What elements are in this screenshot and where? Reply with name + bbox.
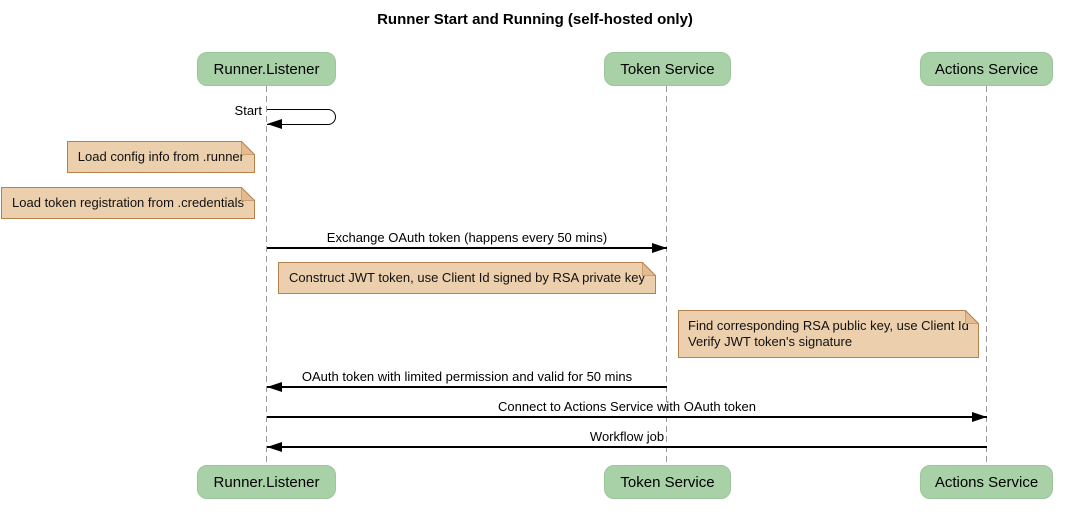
note-text: Construct JWT token, use Client Id signe…	[289, 270, 645, 285]
message-line	[267, 446, 987, 448]
participant-label: Actions Service	[934, 60, 1039, 78]
participant-label: Runner.Listener	[213, 473, 320, 491]
note-load-token-registration: Load token registration from .credential…	[1, 187, 255, 219]
diagram-title: Runner Start and Running (self-hosted on…	[377, 11, 693, 28]
arrowhead-right-icon	[972, 412, 987, 422]
participant-label: Token Service	[620, 473, 715, 491]
note-text: Load token registration from .credential…	[12, 195, 244, 210]
arrowhead-left-icon	[267, 442, 282, 452]
arrowhead-left-icon	[267, 119, 282, 129]
arrowhead-right-icon	[652, 243, 667, 253]
note-load-config: Load config info from .runner	[66, 141, 255, 173]
lifeline-actions-service	[986, 86, 987, 465]
arrowhead-left-icon	[267, 382, 282, 392]
participant-label: Actions Service	[934, 473, 1039, 491]
participant-token-service-top: Token Service	[604, 52, 731, 86]
participant-actions-service-top: Actions Service	[920, 52, 1053, 86]
message-label-start: Start	[234, 103, 262, 118]
self-message-loop	[267, 109, 336, 125]
message-label-exchange-oauth: Exchange OAuth token (happens every 50 m…	[326, 230, 608, 245]
lifeline-token-service	[666, 86, 667, 465]
note-text-line2: Verify JWT token's signature	[688, 334, 853, 349]
note-fold-icon	[964, 310, 979, 324]
participant-label: Token Service	[620, 60, 715, 78]
message-label-connect-actions: Connect to Actions Service with OAuth to…	[498, 399, 756, 414]
note-text-line1: Find corresponding RSA public key, use C…	[688, 318, 969, 333]
participant-label: Runner.Listener	[213, 60, 320, 78]
note-text: Load config info from .runner	[77, 149, 244, 164]
message-label-workflow-job: Workflow job	[589, 429, 665, 444]
note-find-rsa-key: Find corresponding RSA public key, use C…	[678, 310, 979, 358]
message-line	[267, 416, 987, 418]
note-fold-icon	[241, 187, 255, 201]
note-construct-jwt: Construct JWT token, use Client Id signe…	[278, 262, 656, 294]
message-line	[267, 386, 667, 388]
participant-runner-listener-top: Runner.Listener	[197, 52, 336, 86]
note-fold-icon	[641, 262, 656, 276]
note-fold-icon	[241, 141, 255, 155]
participant-actions-service-bottom: Actions Service	[920, 465, 1053, 499]
participant-token-service-bottom: Token Service	[604, 465, 731, 499]
participant-runner-listener-bottom: Runner.Listener	[197, 465, 336, 499]
message-line	[267, 247, 667, 249]
lifeline-runner-listener	[266, 86, 267, 465]
message-label-oauth-return: OAuth token with limited permission and …	[301, 369, 633, 384]
